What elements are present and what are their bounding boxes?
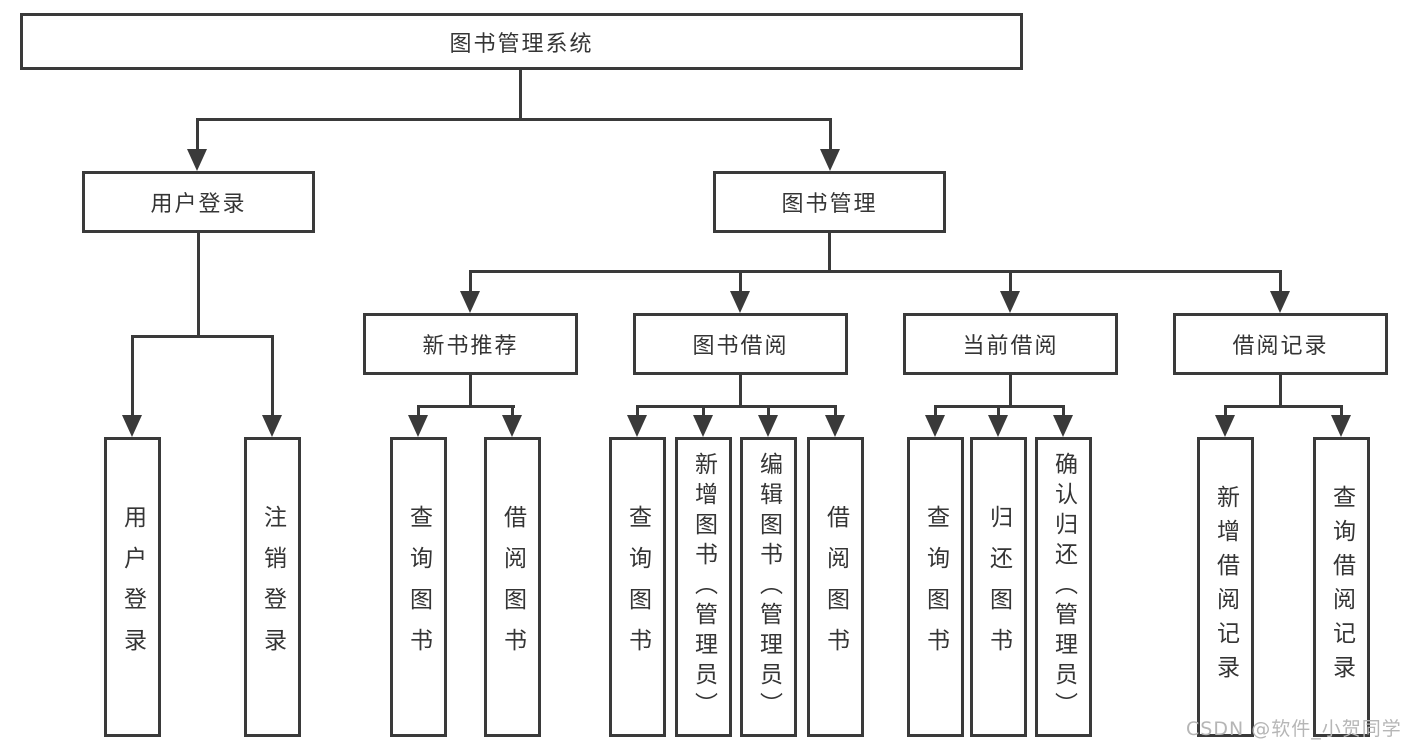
leaf-user-login: 用户登录 — [104, 437, 161, 737]
leaf-logout: 注销登录 — [244, 437, 301, 737]
node-user-login-label: 用户登录 — [150, 192, 247, 217]
arrow-down-icon — [693, 415, 713, 437]
node-root-label: 图书管理系统 — [449, 31, 594, 57]
leaf-return-books-label: 归还图书 — [985, 505, 1012, 669]
arrow-down-icon — [730, 291, 750, 313]
leaf-query-books-borrowing: 查询图书 — [609, 437, 666, 737]
arrow-down-icon — [262, 415, 282, 437]
leaf-query-books-recommend: 查询图书 — [390, 437, 447, 737]
leaf-borrow-books-label: 借阅图书 — [822, 505, 849, 669]
connector-line — [196, 118, 832, 121]
connector-line — [828, 233, 831, 273]
arrow-down-icon — [627, 415, 647, 437]
connector-line — [1224, 405, 1343, 408]
connector-line — [469, 270, 472, 295]
connector-line — [739, 270, 742, 295]
connector-line — [469, 270, 1282, 273]
connector-line — [767, 405, 770, 419]
node-book-management-label: 图书管理 — [781, 192, 878, 217]
arrow-down-icon — [1000, 291, 1020, 313]
connector-line — [131, 335, 134, 419]
leaf-query-borrow-record-label: 查询借阅记录 — [1328, 485, 1355, 689]
leaf-return-books: 归还图书 — [970, 437, 1027, 737]
connector-line — [1009, 270, 1012, 295]
arrow-down-icon — [758, 415, 778, 437]
leaf-query-books-current: 查询图书 — [907, 437, 964, 737]
connector-line — [131, 335, 274, 338]
leaf-edit-books-admin-label: 编辑图书（管理员） — [755, 452, 782, 722]
arrow-down-icon — [925, 415, 945, 437]
connector-line — [417, 405, 515, 408]
node-book-management: 图书管理 — [713, 171, 946, 233]
arrow-down-icon — [122, 415, 142, 437]
leaf-confirm-return-admin-label: 确认归还（管理员） — [1050, 452, 1077, 722]
connector-line — [469, 375, 472, 408]
node-borrowing-records-label: 借阅记录 — [1232, 334, 1329, 359]
arrow-down-icon — [408, 415, 428, 437]
connector-line — [636, 405, 837, 408]
node-current-borrowing: 当前借阅 — [903, 313, 1118, 375]
node-new-book-recommend: 新书推荐 — [363, 313, 578, 375]
leaf-borrow-books: 借阅图书 — [807, 437, 864, 737]
arrow-down-icon — [1053, 415, 1073, 437]
node-new-book-recommend-label: 新书推荐 — [422, 334, 519, 359]
connector-line — [519, 68, 522, 120]
node-current-borrowing-label: 当前借阅 — [962, 334, 1059, 359]
leaf-edit-books-admin: 编辑图书（管理员） — [740, 437, 797, 737]
leaf-add-borrow-record-label: 新增借阅记录 — [1212, 485, 1239, 689]
leaf-logout-label: 注销登录 — [259, 505, 286, 669]
arrow-down-icon — [502, 415, 522, 437]
connector-line — [702, 405, 705, 419]
node-root-system: 图书管理系统 — [20, 13, 1023, 70]
connector-line — [1009, 375, 1012, 408]
connector-line — [934, 405, 937, 419]
leaf-user-login-label: 用户登录 — [119, 505, 146, 669]
arrow-down-icon — [460, 291, 480, 313]
leaf-query-books-recommend-label: 查询图书 — [405, 505, 432, 669]
connector-line — [1279, 375, 1282, 408]
connector-line — [829, 118, 832, 154]
leaf-query-books-current-label: 查询图书 — [922, 505, 949, 669]
leaf-borrow-books-recommend-label: 借阅图书 — [499, 505, 526, 669]
arrow-down-icon — [820, 149, 840, 171]
leaf-query-books-borrowing-label: 查询图书 — [624, 505, 651, 669]
node-book-borrowing-label: 图书借阅 — [692, 334, 789, 359]
connector-line — [739, 375, 742, 408]
connector-line — [1062, 405, 1065, 419]
connector-line — [997, 405, 1000, 419]
arrow-down-icon — [1270, 291, 1290, 313]
connector-line — [834, 405, 837, 419]
arrow-down-icon — [1215, 415, 1235, 437]
leaf-add-borrow-record: 新增借阅记录 — [1197, 437, 1254, 737]
connector-line — [636, 405, 639, 419]
node-user-login: 用户登录 — [82, 171, 315, 233]
leaf-confirm-return-admin: 确认归还（管理员） — [1035, 437, 1092, 737]
arrow-down-icon — [187, 149, 207, 171]
leaf-borrow-books-recommend: 借阅图书 — [484, 437, 541, 737]
node-book-borrowing: 图书借阅 — [633, 313, 848, 375]
connector-line — [1340, 405, 1343, 419]
connector-line — [511, 405, 514, 419]
arrow-down-icon — [988, 415, 1008, 437]
connector-line — [197, 233, 200, 338]
csdn-watermark: CSDN @软件_小贺同学 — [1186, 718, 1402, 740]
connector-line — [196, 118, 199, 154]
connector-line — [271, 335, 274, 419]
arrow-down-icon — [1331, 415, 1351, 437]
connector-line — [417, 405, 420, 419]
connector-line — [1279, 270, 1282, 295]
leaf-add-books-admin-label: 新增图书（管理员） — [690, 452, 717, 722]
node-borrowing-records: 借阅记录 — [1173, 313, 1388, 375]
leaf-add-books-admin: 新增图书（管理员） — [675, 437, 732, 737]
arrow-down-icon — [825, 415, 845, 437]
leaf-query-borrow-record: 查询借阅记录 — [1313, 437, 1370, 737]
connector-line — [1224, 405, 1227, 419]
